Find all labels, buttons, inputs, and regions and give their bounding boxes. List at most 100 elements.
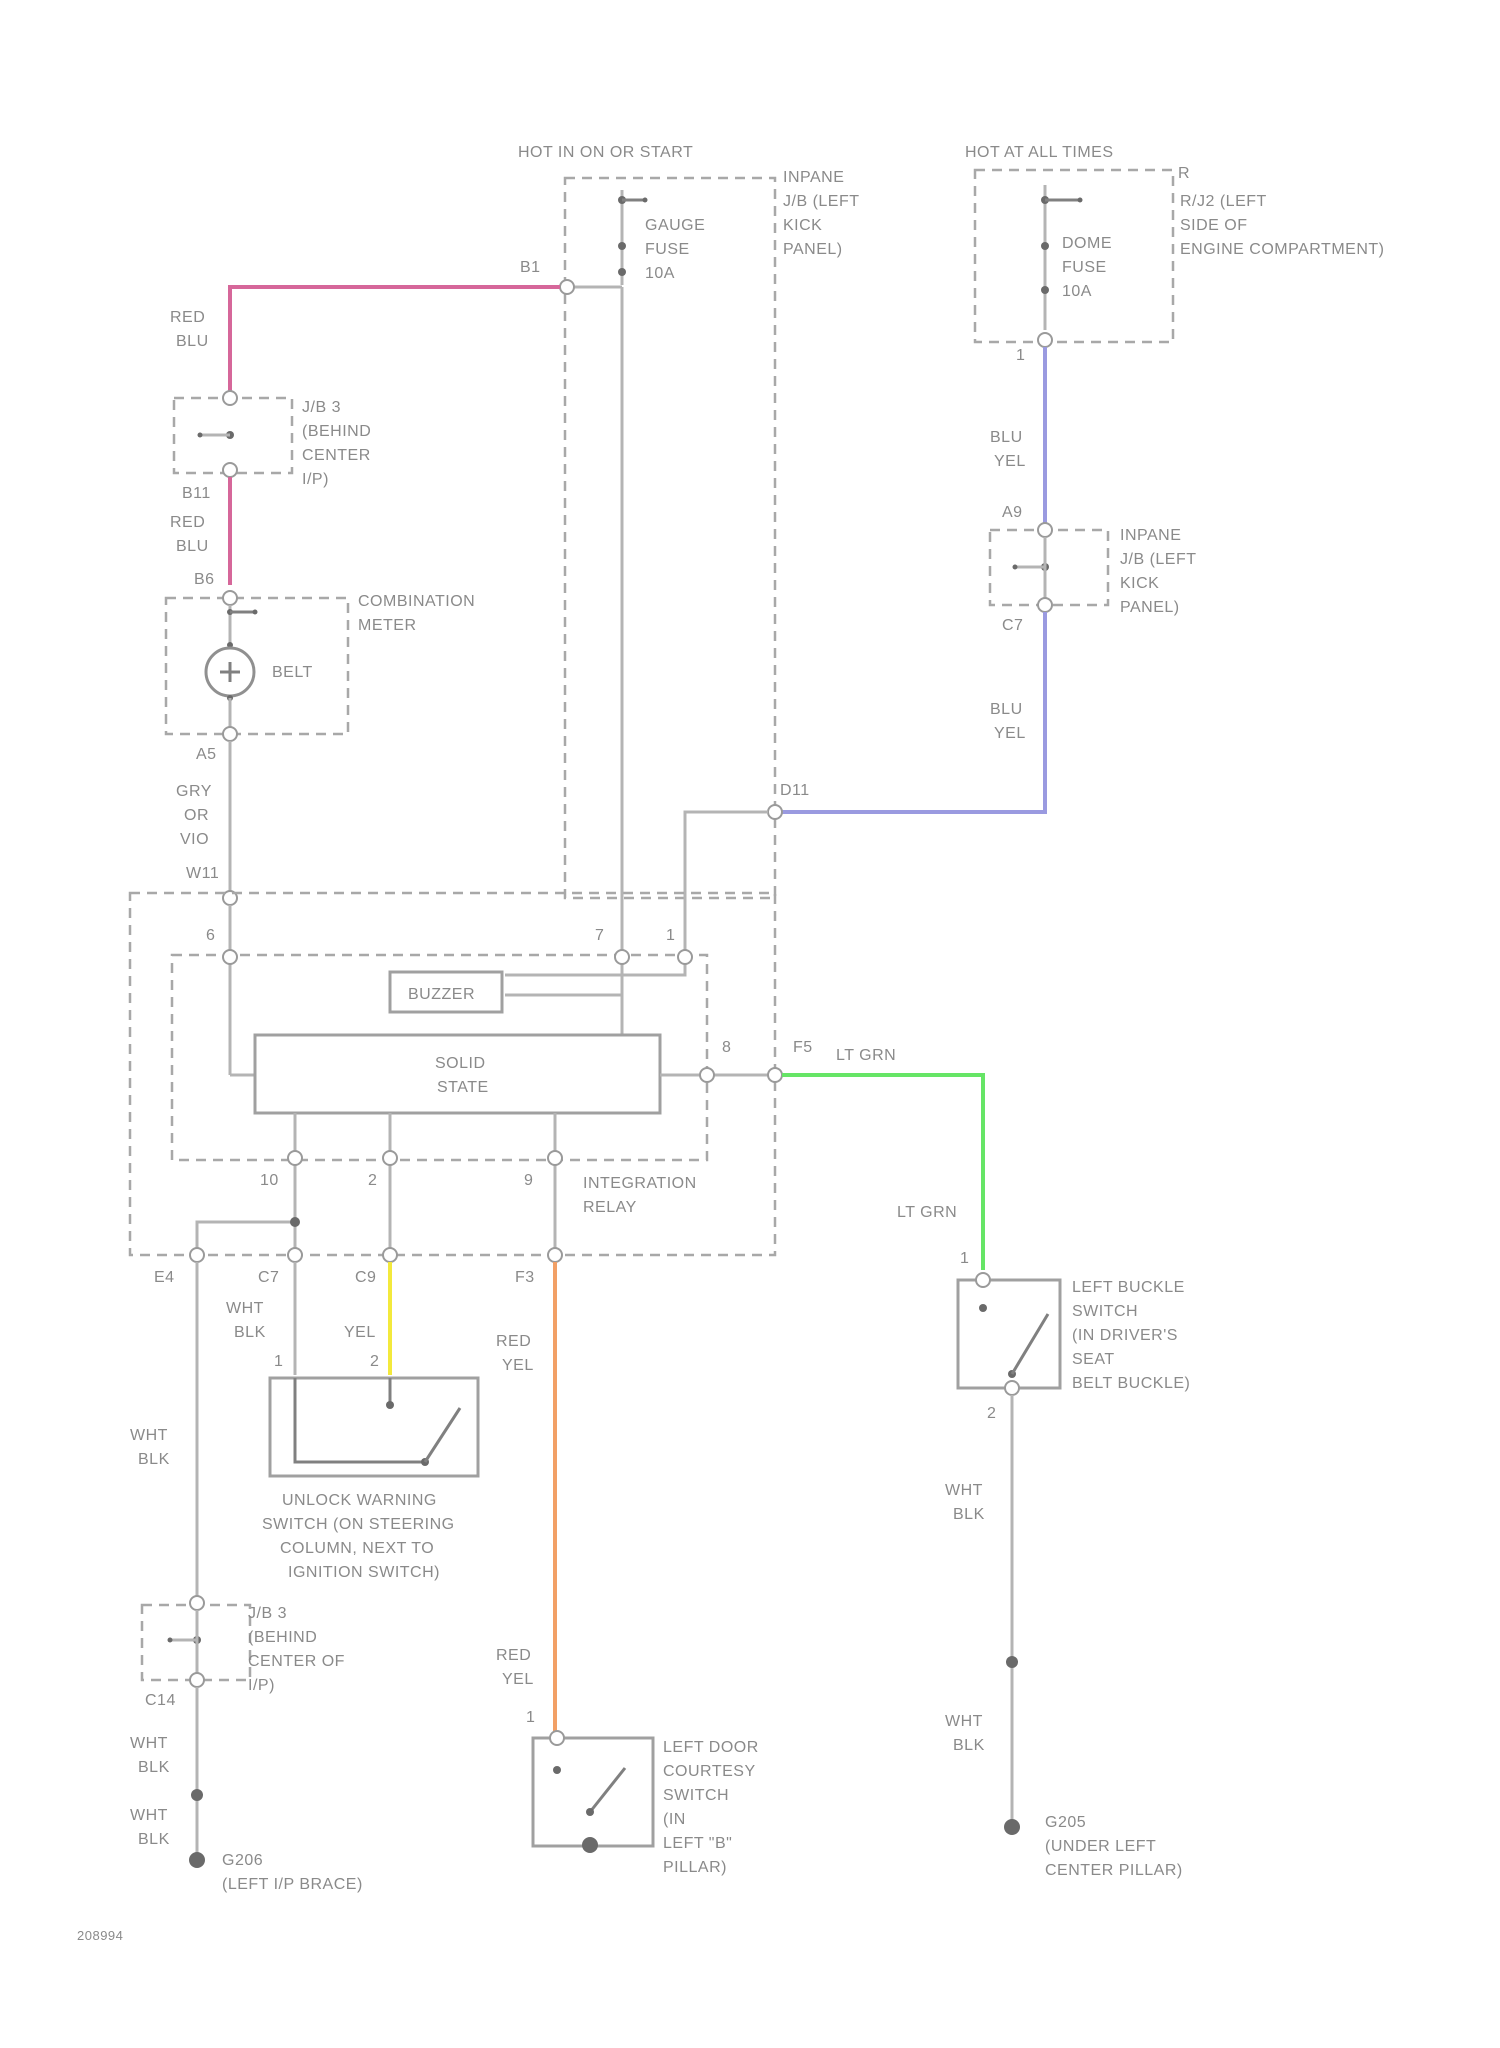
svg-text:RELAY: RELAY — [583, 1199, 637, 1216]
door-switch-ground-icon — [582, 1837, 598, 1853]
svg-text:DOME: DOME — [1062, 235, 1112, 252]
relay-pin-6-label: 6 — [206, 927, 215, 944]
buckle-pin-2-label: 2 — [987, 1405, 996, 1422]
jb3-upper-label: J/B 3 (BEHIND CENTER I/P) — [302, 399, 371, 488]
svg-text:FUSE: FUSE — [1062, 259, 1107, 276]
svg-text:PANEL): PANEL) — [783, 241, 843, 258]
rj2-ref-label: R — [1178, 165, 1190, 182]
rj2-box — [975, 170, 1173, 342]
svg-text:G206: G206 — [222, 1852, 263, 1869]
lt-grn-wire — [782, 1075, 983, 1270]
dome-fuse-label: DOME FUSE 10A — [1062, 235, 1112, 300]
svg-text:COURTESY: COURTESY — [663, 1763, 756, 1780]
relay-pin-1-label: 1 — [666, 927, 675, 944]
svg-text:SWITCH: SWITCH — [1072, 1303, 1138, 1320]
svg-text:SIDE OF: SIDE OF — [1180, 217, 1248, 234]
combination-meter-label: COMBINATION METER — [358, 593, 475, 634]
svg-text:YEL: YEL — [994, 453, 1026, 470]
wht-blk-label-e4: WHT BLK — [130, 1427, 170, 1468]
svg-text:WHT: WHT — [130, 1735, 168, 1752]
svg-text:BELT BUCKLE): BELT BUCKLE) — [1072, 1375, 1190, 1392]
wht-blk-label-ground: WHT BLK — [130, 1807, 170, 1848]
svg-text:STATE: STATE — [437, 1079, 489, 1096]
svg-text:SWITCH (ON STEERING: SWITCH (ON STEERING — [262, 1516, 455, 1533]
svg-text:CENTER PILLAR): CENTER PILLAR) — [1045, 1862, 1183, 1879]
pin-b6-label: B6 — [194, 571, 215, 588]
svg-text:SWITCH: SWITCH — [663, 1787, 729, 1804]
svg-text:YEL: YEL — [994, 725, 1026, 742]
svg-text:(LEFT I/P BRACE): (LEFT I/P BRACE) — [222, 1876, 363, 1893]
pin-b1-label: B1 — [520, 259, 541, 276]
svg-text:PILLAR): PILLAR) — [663, 1859, 727, 1876]
svg-text:IGNITION SWITCH): IGNITION SWITCH) — [288, 1564, 440, 1581]
svg-text:KICK: KICK — [783, 217, 822, 234]
pin-a5-label: A5 — [196, 746, 217, 763]
svg-text:10A: 10A — [645, 265, 675, 282]
pin-c7-label-right: C7 — [1002, 617, 1023, 634]
buzzer-label: BUZZER — [408, 986, 475, 1003]
svg-text:BLU: BLU — [990, 701, 1023, 718]
svg-text:FUSE: FUSE — [645, 241, 690, 258]
inpane-jb-label: INPANE J/B (LEFT KICK PANEL) — [783, 169, 860, 258]
relay-pin-2-label: 2 — [368, 1172, 377, 1189]
pin-f3-label: F3 — [515, 1269, 535, 1286]
relay-pin-7-label: 7 — [595, 927, 604, 944]
svg-text:BLK: BLK — [953, 1737, 985, 1754]
belt-lamp-label: BELT — [272, 664, 313, 681]
red-blu-wire-upper — [230, 287, 560, 392]
svg-text:CENTER OF: CENTER OF — [248, 1653, 345, 1670]
svg-text:YEL: YEL — [502, 1357, 534, 1374]
solid-state-box — [255, 1035, 660, 1113]
svg-text:BLK: BLK — [138, 1831, 170, 1848]
ground-g205-icon — [1004, 1819, 1020, 1835]
left-door-courtesy-switch-box — [533, 1738, 653, 1846]
wht-blk-label-c7: WHT BLK — [226, 1300, 266, 1341]
svg-text:METER: METER — [358, 617, 417, 634]
hot-in-on-or-start-label: HOT IN ON OR START — [518, 144, 693, 161]
svg-text:(BEHIND: (BEHIND — [248, 1629, 317, 1646]
svg-text:J/B (LEFT: J/B (LEFT — [1120, 551, 1197, 568]
svg-text:WHT: WHT — [226, 1300, 264, 1317]
inpane-jb-lower-label: INPANE J/B (LEFT KICK PANEL) — [1120, 527, 1197, 616]
svg-text:I/P): I/P) — [302, 471, 329, 488]
svg-text:VIO: VIO — [180, 831, 209, 848]
relay-pin-9-label: 9 — [524, 1172, 533, 1189]
pin-f5-label: F5 — [793, 1039, 813, 1056]
svg-text:(IN: (IN — [663, 1811, 686, 1828]
svg-text:GAUGE: GAUGE — [645, 217, 705, 234]
pin-c14-label: C14 — [145, 1692, 176, 1709]
svg-text:R/J2 (LEFT: R/J2 (LEFT — [1180, 193, 1267, 210]
svg-text:BLU: BLU — [990, 429, 1023, 446]
svg-text:I/P): I/P) — [248, 1677, 275, 1694]
svg-text:INPANE: INPANE — [1120, 527, 1181, 544]
svg-text:LEFT "B": LEFT "B" — [663, 1835, 732, 1852]
svg-text:RED: RED — [496, 1647, 531, 1664]
yel-label: YEL — [344, 1324, 376, 1341]
rj2-pin-label: 1 — [1016, 347, 1025, 364]
ground-g206-label: G206 (LEFT I/P BRACE) — [222, 1852, 363, 1893]
red-yel-label-upper: RED YEL — [496, 1333, 534, 1374]
svg-text:RED: RED — [170, 514, 205, 531]
svg-text:J/B (LEFT: J/B (LEFT — [783, 193, 860, 210]
jb3-lower-label: J/B 3 (BEHIND CENTER OF I/P) — [248, 1605, 345, 1694]
svg-text:(BEHIND: (BEHIND — [302, 423, 371, 440]
svg-text:J/B 3: J/B 3 — [302, 399, 341, 416]
ground-g206-icon — [189, 1852, 205, 1868]
left-buckle-switch-label: LEFT BUCKLE SWITCH (IN DRIVER'S SEAT BEL… — [1072, 1279, 1190, 1392]
red-blu-label-upper: RED BLU — [170, 309, 209, 350]
gauge-fuse-label: GAUGE FUSE 10A — [645, 217, 705, 282]
wht-blk-label-c14: WHT BLK — [130, 1735, 170, 1776]
red-yel-label-lower: RED YEL — [496, 1647, 534, 1688]
combination-meter-box — [166, 598, 348, 734]
pin-e4-label: E4 — [154, 1269, 175, 1286]
pin-c7-label: C7 — [258, 1269, 279, 1286]
svg-text:RED: RED — [170, 309, 205, 326]
svg-text:WHT: WHT — [945, 1713, 983, 1730]
connector-b1 — [560, 280, 574, 294]
svg-text:PANEL): PANEL) — [1120, 599, 1180, 616]
svg-text:LEFT BUCKLE: LEFT BUCKLE — [1072, 1279, 1185, 1296]
svg-text:WHT: WHT — [130, 1807, 168, 1824]
svg-text:UNLOCK WARNING: UNLOCK WARNING — [282, 1492, 437, 1509]
pin-d11-label: D11 — [780, 782, 810, 799]
